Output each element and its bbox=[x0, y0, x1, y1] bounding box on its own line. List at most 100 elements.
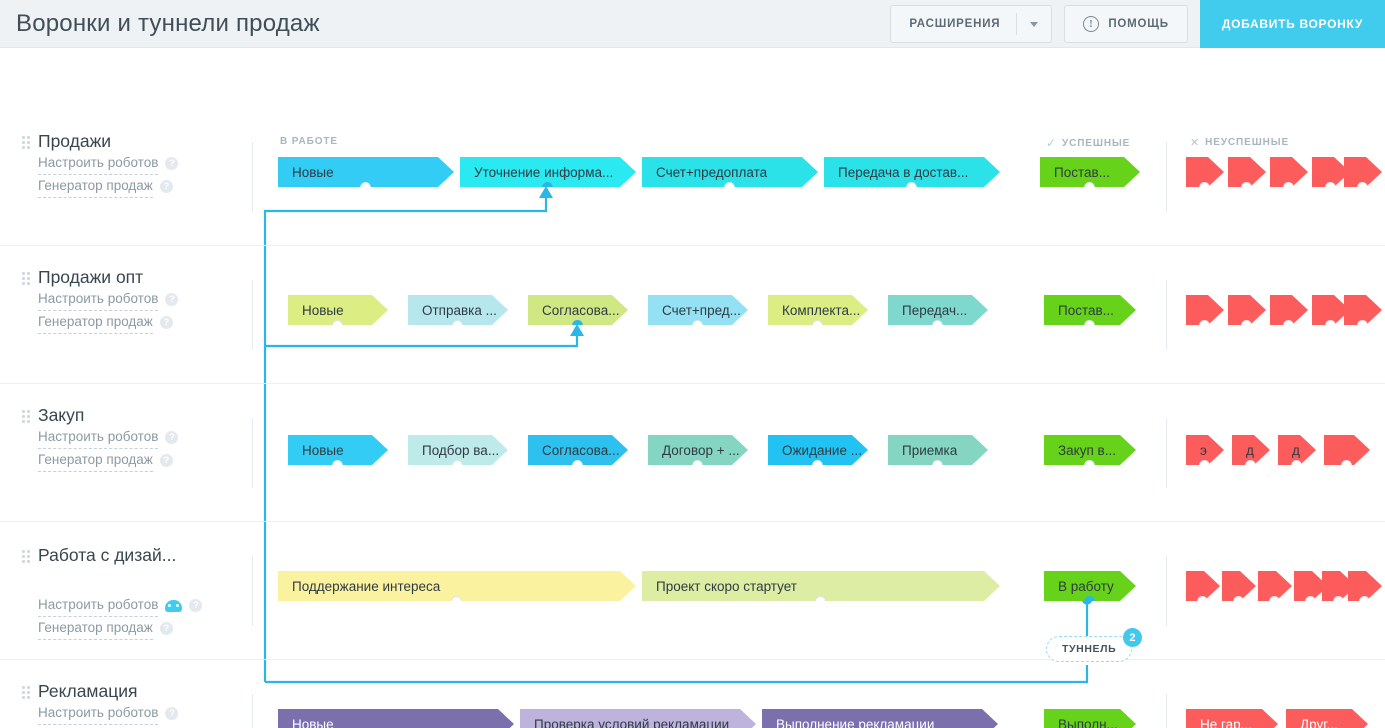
help-question-icon[interactable]: ? bbox=[159, 454, 173, 467]
help-button[interactable]: ! ПОМОЩЬ bbox=[1064, 5, 1188, 43]
stage-knob[interactable] bbox=[692, 320, 703, 325]
success-stage-chip[interactable]: В работу bbox=[1044, 571, 1136, 601]
help-question-icon[interactable]: ? bbox=[189, 599, 203, 612]
stage-chip[interactable]: Приемка bbox=[888, 435, 988, 465]
drag-handle-icon[interactable] bbox=[22, 136, 30, 152]
stage-chip[interactable]: Передача в достав... bbox=[824, 157, 1000, 187]
funnel-title[interactable]: Продажи bbox=[38, 131, 112, 151]
stage-chip[interactable]: Новые bbox=[278, 157, 454, 187]
funnel-title[interactable]: Рекламация bbox=[38, 681, 138, 701]
stage-knob[interactable] bbox=[451, 596, 462, 601]
fail-stage-chip[interactable]: Не гар... bbox=[1186, 709, 1278, 728]
stage-knob[interactable] bbox=[1341, 460, 1352, 465]
stage-knob[interactable] bbox=[932, 460, 943, 465]
stage-knob[interactable] bbox=[1084, 182, 1095, 187]
success-stage-chip[interactable]: Постав... bbox=[1040, 157, 1140, 187]
stage-knob[interactable] bbox=[572, 320, 583, 325]
help-question-icon[interactable]: ? bbox=[165, 431, 179, 444]
sales-generator-link[interactable]: Генератор продаж? bbox=[38, 449, 173, 472]
funnel-title[interactable]: Закуп bbox=[38, 405, 85, 425]
stage-knob[interactable] bbox=[542, 182, 553, 187]
help-question-icon[interactable]: ? bbox=[159, 316, 173, 329]
stage-knob[interactable] bbox=[932, 320, 943, 325]
fail-stage-chip[interactable]: Друг... bbox=[1286, 709, 1368, 728]
stage-knob[interactable] bbox=[1325, 182, 1336, 187]
stage-knob[interactable] bbox=[572, 460, 583, 465]
stage-chip[interactable]: Новые bbox=[288, 435, 388, 465]
configure-robots-link[interactable]: Настроить роботов? bbox=[38, 594, 203, 617]
stage-knob[interactable] bbox=[1283, 320, 1294, 325]
stage-knob[interactable] bbox=[1084, 460, 1095, 465]
configure-robots-link[interactable]: Настроить роботов? bbox=[38, 152, 179, 175]
stage-chip[interactable]: Счет+предоплата bbox=[642, 157, 818, 187]
stage-knob[interactable] bbox=[1283, 182, 1294, 187]
stage-knob[interactable] bbox=[452, 320, 463, 325]
stage-chip[interactable]: Договор + ... bbox=[648, 435, 748, 465]
drag-handle-icon[interactable] bbox=[22, 550, 30, 566]
configure-robots-link[interactable]: Настроить роботов? bbox=[38, 426, 179, 449]
stage-chip[interactable]: Уточнение информа... bbox=[460, 157, 636, 187]
stage-knob[interactable] bbox=[812, 320, 823, 325]
stage-chip[interactable]: Проект скоро стартует bbox=[642, 571, 1000, 601]
stage-knob[interactable] bbox=[1199, 182, 1210, 187]
configure-robots-link[interactable]: Настроить роботов? bbox=[38, 288, 179, 311]
stage-knob[interactable] bbox=[332, 320, 343, 325]
stage-knob[interactable] bbox=[906, 182, 917, 187]
sales-generator-link[interactable]: Генератор продаж? bbox=[38, 175, 173, 198]
tunnel-pill[interactable]: ТУННЕЛЬ 2 bbox=[1046, 628, 1143, 662]
success-stage-chip[interactable]: Постав... bbox=[1044, 295, 1136, 325]
funnel-title[interactable]: Работа с дизай... bbox=[38, 545, 177, 565]
stage-chip[interactable]: Подбор ва... bbox=[408, 435, 508, 465]
stage-knob[interactable] bbox=[1241, 320, 1252, 325]
stage-knob[interactable] bbox=[1291, 460, 1302, 465]
stage-knob[interactable] bbox=[1199, 320, 1210, 325]
stage-knob[interactable] bbox=[452, 460, 463, 465]
drag-handle-icon[interactable] bbox=[22, 686, 30, 702]
success-stage-chip[interactable]: Закуп в... bbox=[1044, 435, 1136, 465]
stage-knob[interactable] bbox=[360, 182, 371, 187]
stage-knob[interactable] bbox=[1084, 320, 1095, 325]
stage-knob[interactable] bbox=[1357, 182, 1368, 187]
sales-generator-link[interactable]: Генератор продаж? bbox=[38, 311, 173, 334]
help-question-icon[interactable]: ? bbox=[159, 180, 173, 193]
stage-chip[interactable]: Отправка ... bbox=[408, 295, 508, 325]
stage-knob[interactable] bbox=[1357, 320, 1368, 325]
stage-knob[interactable] bbox=[1325, 320, 1336, 325]
stage-chip[interactable]: Комплекта... bbox=[768, 295, 868, 325]
funnel-links: Настроить роботов?Генератор продаж? bbox=[38, 152, 252, 198]
help-question-icon[interactable]: ? bbox=[165, 707, 179, 720]
help-question-icon[interactable]: ? bbox=[165, 157, 179, 170]
stage-knob[interactable] bbox=[815, 596, 826, 601]
stage-chip[interactable]: Выполнение рекламации bbox=[762, 709, 998, 728]
stage-knob[interactable] bbox=[1084, 596, 1095, 601]
help-question-icon[interactable]: ? bbox=[159, 622, 173, 635]
help-question-icon[interactable]: ? bbox=[165, 293, 179, 306]
stage-chip[interactable]: Новые bbox=[288, 295, 388, 325]
stage-chip[interactable]: Новые bbox=[278, 709, 514, 728]
configure-robots-link[interactable]: Настроить роботов? bbox=[38, 702, 179, 725]
stage-chip[interactable]: Передач... bbox=[888, 295, 988, 325]
stage-chip[interactable]: Поддержание интереса bbox=[278, 571, 636, 601]
stage-chip[interactable]: Ожидание ... bbox=[768, 435, 868, 465]
stage-knob[interactable] bbox=[1245, 460, 1256, 465]
stage-knob[interactable] bbox=[1241, 182, 1252, 187]
chevron-down-icon[interactable] bbox=[1017, 21, 1051, 27]
stage-chip[interactable]: Счет+пред... bbox=[648, 295, 748, 325]
stage-knob[interactable] bbox=[692, 460, 703, 465]
stage-knob[interactable] bbox=[724, 182, 735, 187]
extensions-button[interactable]: РАСШИРЕНИЯ bbox=[890, 5, 1053, 43]
stage-knob[interactable] bbox=[812, 460, 823, 465]
funnel-title[interactable]: Продажи опт bbox=[38, 267, 144, 287]
stage-knob[interactable] bbox=[1199, 460, 1210, 465]
stage-chip[interactable]: Согласова... bbox=[528, 435, 628, 465]
stage-chip[interactable]: Согласова... bbox=[528, 295, 628, 325]
sales-generator-link[interactable]: Генератор продаж? bbox=[38, 617, 173, 640]
drag-handle-icon[interactable] bbox=[22, 272, 30, 288]
drag-handle-icon[interactable] bbox=[22, 410, 30, 426]
add-funnel-button[interactable]: ДОБАВИТЬ ВОРОНКУ bbox=[1199, 0, 1385, 48]
success-stage-chip[interactable]: Выполн... bbox=[1044, 709, 1136, 728]
stage-knob[interactable] bbox=[332, 460, 343, 465]
stage-chip[interactable]: Проверка условий рекламации bbox=[520, 709, 756, 728]
funnel-title-row: Работа с дизай... bbox=[22, 544, 252, 566]
